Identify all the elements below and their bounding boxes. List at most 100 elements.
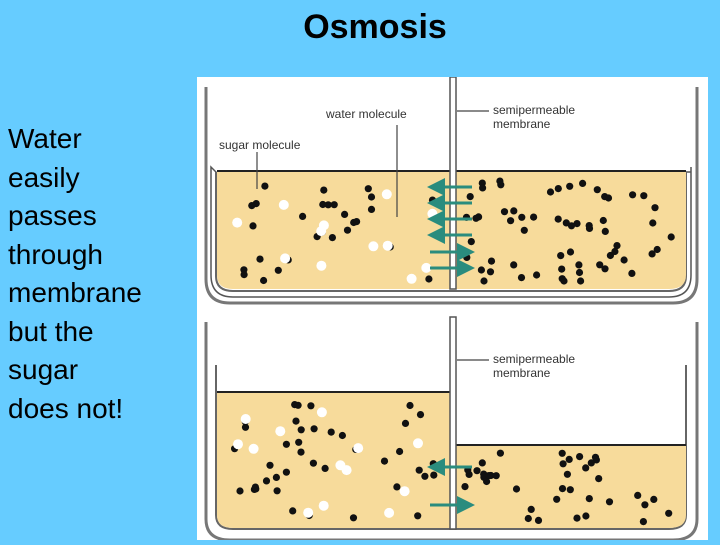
water-molecule-dot <box>415 466 423 474</box>
water-molecule-dot <box>530 213 538 221</box>
water-molecule-dot <box>240 271 248 279</box>
label-membrane-line1: semipermeable <box>493 103 575 117</box>
water-molecule-dot <box>299 212 307 220</box>
sugar-molecule-dot <box>318 500 329 511</box>
sugar-molecule-dot <box>240 414 251 424</box>
water-molecule-dot <box>587 459 595 467</box>
water-molecule-dot <box>396 447 404 456</box>
sugar-molecule-dot <box>275 426 286 437</box>
top-molecules <box>232 177 675 285</box>
caption-line: passes <box>8 200 97 231</box>
caption-text: Water easily passes through membrane but… <box>8 120 193 428</box>
slide-title: Osmosis <box>303 8 447 46</box>
water-molecule-dot <box>487 257 496 265</box>
water-molecule-dot <box>524 514 532 523</box>
water-molecule-dot <box>605 498 614 506</box>
water-molecule-dot <box>558 449 566 457</box>
water-molecule-dot <box>649 219 657 227</box>
water-molecule-dot <box>560 277 568 285</box>
water-molecule-dot <box>289 507 297 515</box>
water-molecule-dot <box>557 252 565 260</box>
sugar-molecule-dot <box>316 260 327 271</box>
water-molecule-dot <box>510 207 518 215</box>
water-molecule-dot <box>585 495 593 503</box>
water-molecule-dot <box>467 238 475 246</box>
water-molecule-dot <box>478 459 486 467</box>
water-molecule-dot <box>512 485 521 493</box>
water-molecule-dot <box>282 468 290 476</box>
water-molecule-dot <box>251 483 259 491</box>
water-molecule-dot <box>260 276 268 285</box>
water-molecule-dot <box>507 217 515 225</box>
caption-line: through <box>8 238 103 270</box>
water-molecule-dot <box>573 514 581 522</box>
water-molecule-dot <box>566 248 575 256</box>
water-molecule-dot <box>563 470 571 478</box>
water-molecule-dot <box>648 250 656 258</box>
sugar-molecule-dot <box>316 407 327 418</box>
water-molecule-dot <box>629 191 637 199</box>
water-molecule-dot <box>330 201 338 209</box>
water-molecule-dot <box>520 226 528 234</box>
water-molecule-dot <box>585 224 594 232</box>
water-molecule-dot <box>249 222 257 230</box>
water-molecule-dot <box>641 501 649 509</box>
water-molecule-dot <box>421 472 429 480</box>
water-molecule-dot <box>274 266 282 274</box>
water-molecule-dot <box>479 184 487 192</box>
water-molecule-dot <box>486 268 495 276</box>
sugar-molecule-dot <box>335 460 346 471</box>
caption-line: Water <box>8 123 82 154</box>
sugar-molecule-dot <box>278 199 289 210</box>
label-water-molecule: water molecule <box>325 107 407 121</box>
water-molecule-dot <box>295 438 303 446</box>
sugar-molecule-dot <box>406 273 417 284</box>
water-molecule-dot <box>266 461 274 469</box>
water-molecule-dot <box>273 487 281 495</box>
water-molecule-dot <box>613 242 621 250</box>
bottom-molecules <box>231 401 673 526</box>
top-beaker-outline <box>204 87 699 305</box>
water-molecule-dot <box>595 475 603 483</box>
water-molecule-dot <box>601 227 609 235</box>
water-molecule-dot <box>591 453 600 461</box>
water-molecule-dot <box>510 261 518 269</box>
label-bottom-membrane-line2: membrane <box>493 366 551 380</box>
water-molecule-dot <box>328 234 336 242</box>
osmosis-diagram: water molecule sugar molecule semipermea… <box>197 76 708 542</box>
water-molecule-dot <box>582 512 590 520</box>
water-molecule-dot <box>307 402 315 410</box>
water-molecule-dot <box>297 426 305 434</box>
top-beaker-inner <box>215 172 687 292</box>
water-molecule-dot <box>262 477 271 485</box>
water-molecule-dot <box>492 472 500 480</box>
water-molecule-dot <box>319 200 327 209</box>
water-molecule-dot <box>480 277 488 285</box>
water-molecule-dot <box>565 455 573 463</box>
bottom-flow-arrows <box>427 458 475 514</box>
water-molecule-dot <box>496 449 504 457</box>
water-molecule-dot <box>517 274 526 282</box>
bottom-membrane <box>449 316 457 530</box>
water-molecule-dot <box>496 177 504 185</box>
water-molecule-dot <box>430 471 438 479</box>
sugar-molecule-dot <box>421 262 432 273</box>
water-molecule-dot <box>579 179 587 187</box>
water-molecule-dot <box>546 188 555 196</box>
water-molecule-dot <box>241 423 250 431</box>
water-molecule-dot <box>341 210 349 218</box>
water-molecule-dot <box>566 182 574 190</box>
water-molecule-dot <box>651 204 659 212</box>
water-molecule-dot <box>667 233 675 241</box>
water-molecule-dot <box>599 216 607 225</box>
water-molecule-dot <box>401 419 410 427</box>
water-molecule-dot <box>534 516 543 524</box>
water-molecule-dot <box>596 261 604 269</box>
sugar-molecule-dot <box>399 486 410 497</box>
caption-line: does not! <box>8 392 124 424</box>
water-molecule-dot <box>576 453 584 461</box>
water-molecule-dot <box>252 200 260 208</box>
water-molecule-dot <box>604 194 613 202</box>
water-molecule-dot <box>575 268 584 277</box>
water-molecule-dot <box>466 193 474 201</box>
